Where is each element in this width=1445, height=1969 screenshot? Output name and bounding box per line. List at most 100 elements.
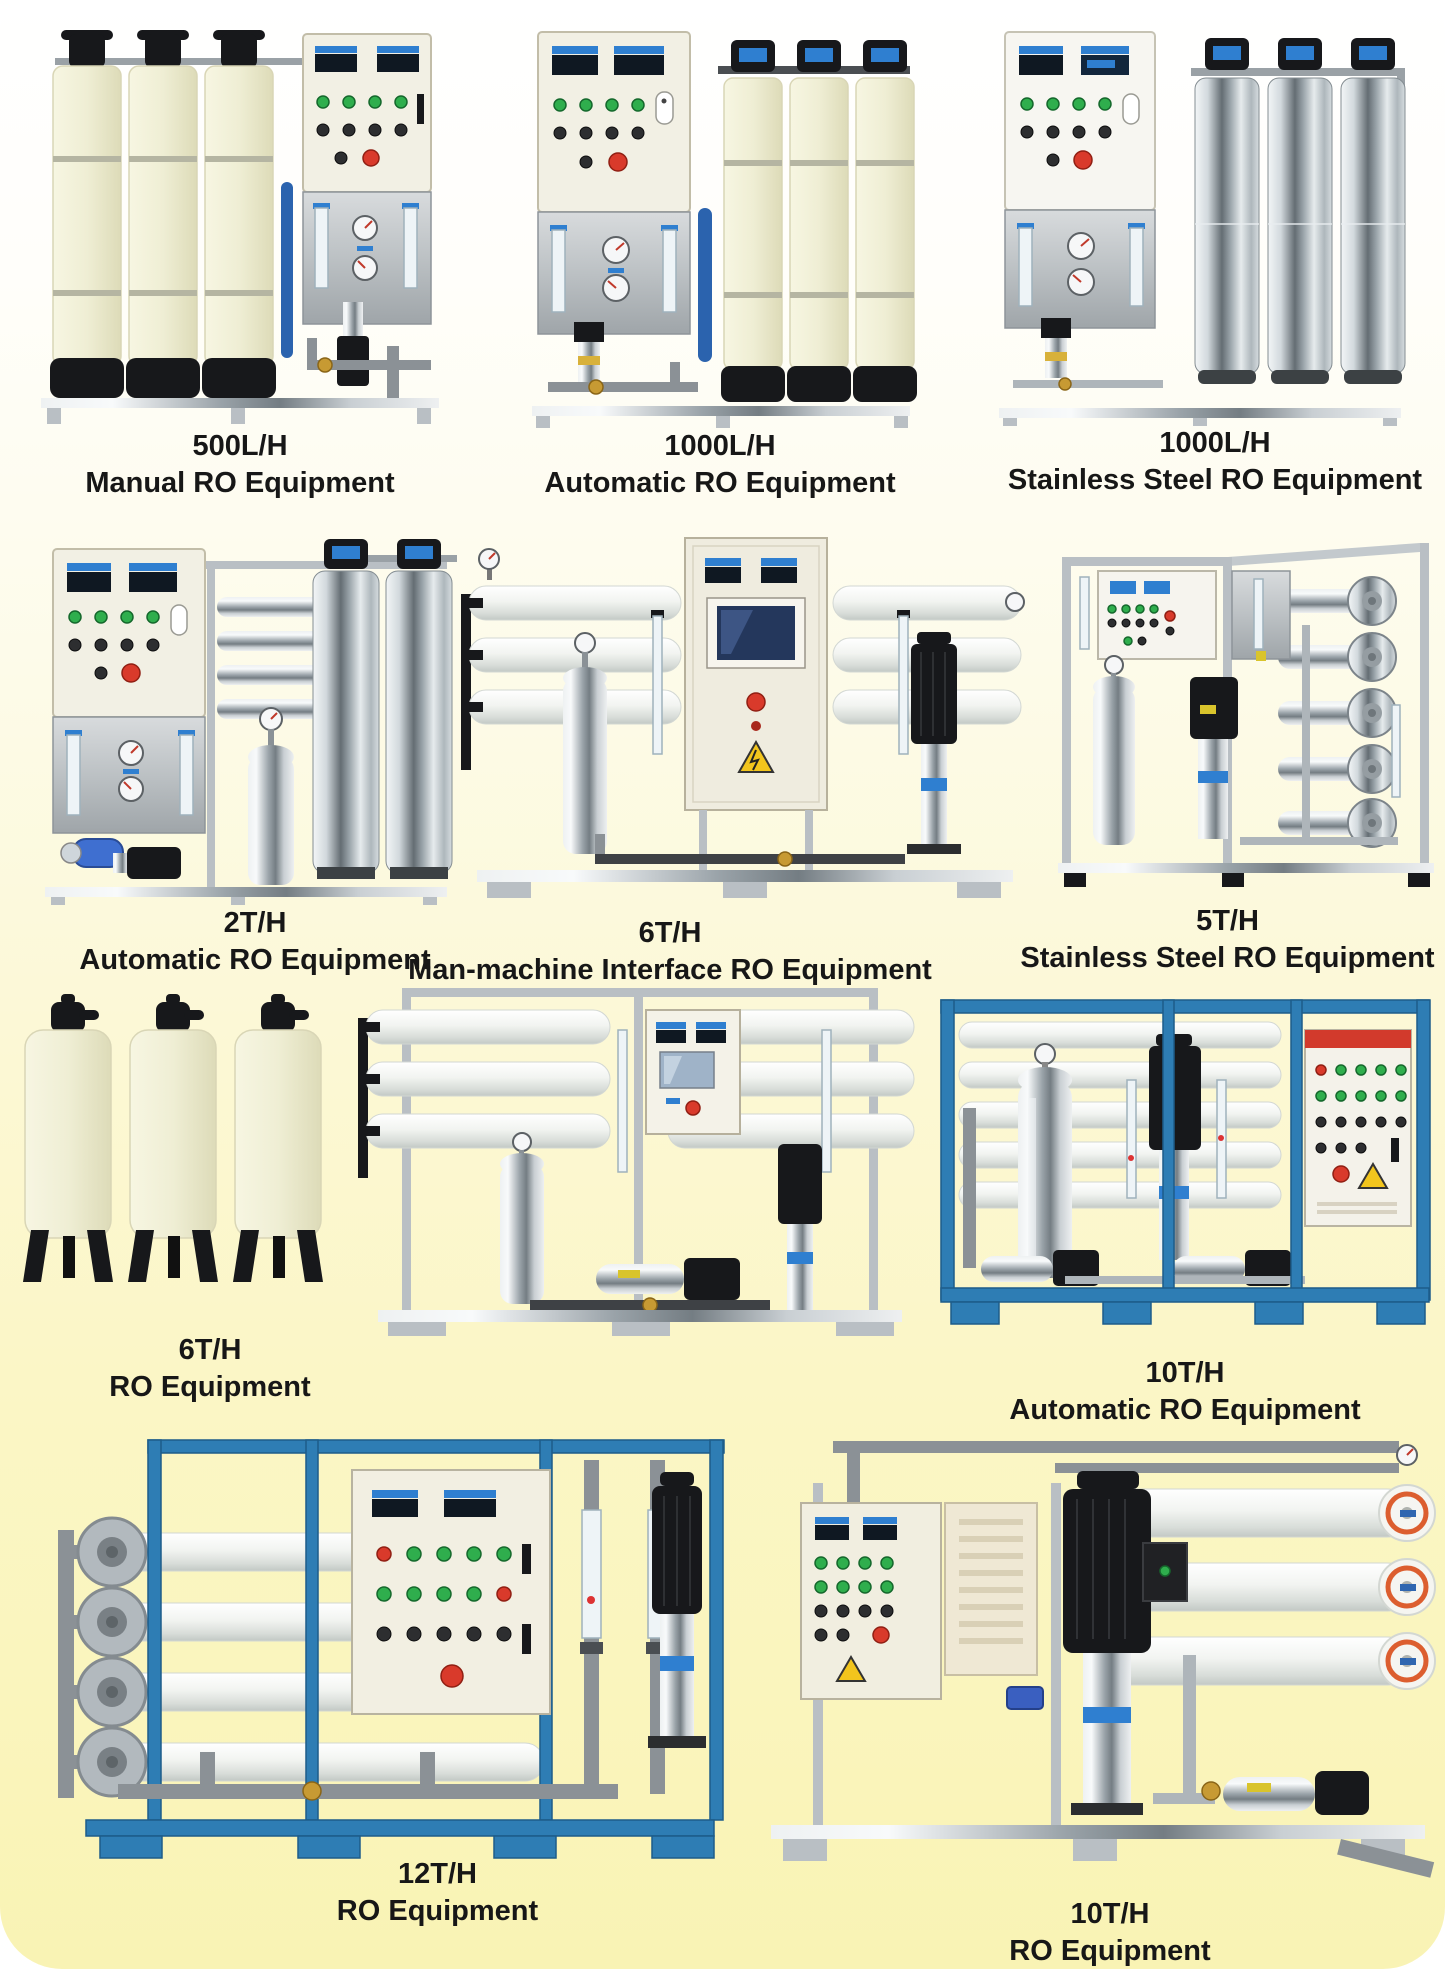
product-name: RO Equipment [1009,1935,1211,1967]
product-caption-10th-ro: 10T/H RO Equipment [760,1896,1445,1969]
gauge-cabinet [52,716,206,834]
high-pressure-pump [907,632,961,854]
booster-pump [596,1258,740,1300]
product-image-5th-stainless-ro [1040,505,1445,905]
product-name: Automatic RO Equipment [1009,1394,1361,1426]
product-name: Stainless Steel RO Equipment [1007,464,1423,496]
control-panel [537,31,691,213]
cartridge-filter [1018,1043,1072,1278]
product-caption-500lh-manual-ro: 500L/H Manual RO Equipment [25,428,455,502]
product-caption-1000lh-automatic-ro: 1000L/H Automatic RO Equipment [505,428,935,502]
cartridge-filter [500,1132,544,1304]
frp-tank [128,994,218,1282]
frame-bar [83,561,447,569]
filter-tanks [50,30,303,398]
product-image-2th-automatic-ro [25,505,465,905]
flowmeter-cap [897,610,910,618]
skid-frame [41,398,439,424]
product-capacity: 500L/H [192,430,288,462]
high-pressure-pump [1190,677,1238,839]
pvc-pipe [58,1530,74,1798]
motorized-valve [1006,1686,1044,1710]
booster-pumps [981,1250,1305,1286]
product-capacity: 10T/H [1070,1898,1150,1930]
bottom-piping [530,1297,770,1313]
product-caption-12th-ro: 12T/H RO Equipment [70,1856,805,1930]
membrane-housing [698,208,712,362]
frame-post [207,561,215,887]
membrane-housing [281,182,293,358]
gauge-cabinet [1004,209,1156,329]
product-caption-6th-ro: 6T/H RO Equipment [15,1332,405,1406]
pump-and-piping [1013,318,1163,391]
stainless-pipes [217,597,339,719]
product-image-10th-automatic-ro [925,958,1445,1356]
skid-frame [1058,863,1434,887]
product-caption-6th-mmi-ro: 6T/H Man-machine Interface RO Equipment [370,915,970,989]
high-pressure-pump [648,1472,706,1748]
piping [1183,1655,1196,1795]
cartridge-filter [1093,655,1135,845]
flow-float [1128,1155,1134,1161]
product-image-6th-mmi-ro [455,502,1035,914]
high-pressure-pump [1149,1034,1201,1260]
flowmeter [1126,1079,1137,1199]
filter-tanks [718,40,917,402]
product-caption-2th-automatic-ro: 2T/H Automatic RO Equipment [35,905,475,979]
skid-frame [771,1825,1435,1878]
product-name: Automatic RO Equipment [79,944,431,976]
membrane-vessels-left [358,1009,611,1178]
gauge-cabinet [302,191,432,325]
pvc-pipe [963,1108,976,1268]
flowmeter [617,1029,628,1173]
product-name: RO Equipment [336,1895,539,1927]
louvered-box [944,1502,1038,1676]
product-image-12th-ro [0,1412,735,1862]
flow-float [1218,1135,1224,1141]
cartridge-filter [248,707,294,885]
flowmeter [821,1029,832,1173]
gauge-cabinet [537,211,691,335]
blue-frame [85,1439,725,1859]
control-panel [52,548,206,718]
product-capacity: 12T/H [398,1858,477,1890]
skid-frame [532,406,910,428]
bottom-piping [595,834,905,867]
product-name: Man-machine Interface RO Equipment [408,954,932,986]
product-caption-10th-automatic-ro: 10T/H Automatic RO Equipment [925,1355,1445,1429]
pump-and-piping [307,302,431,398]
pump-and-piping [548,322,698,395]
high-pressure-pump [778,1144,822,1310]
flowmeter-cap [651,610,664,618]
skid-frame [45,887,447,905]
skid-frame [378,1310,902,1336]
product-caption-1000lh-stainless-ro: 1000L/H Stainless Steel RO Equipment [985,425,1445,499]
product-name: RO Equipment [109,1371,311,1403]
product-capacity: 1000L/H [664,430,776,462]
flow-panel [1231,570,1291,661]
frp-tank [23,994,113,1282]
product-name: Manual RO Equipment [85,467,395,499]
product-name: Stainless Steel RO Equipment [1020,942,1435,974]
skid-frame [999,408,1401,426]
skid-frame [477,870,1013,898]
product-image-10th-ro [755,1425,1445,1895]
product-capacity: 5T/H [1196,905,1259,937]
product-capacity: 6T/H [178,1334,242,1366]
top-piping [833,1441,1418,1511]
product-image-500lh-manual-ro [25,6,455,426]
flowmeter [652,615,663,755]
stainless-frame [402,988,878,1318]
control-panel [351,1469,551,1715]
flowmeter [898,615,909,755]
frame-post [1051,1483,1061,1827]
product-image-1000lh-automatic-ro [520,10,920,428]
stainless-tanks [1191,38,1406,384]
bottom-piping [118,1752,618,1801]
control-panel [800,1502,942,1700]
control-cabinet [1304,1029,1412,1227]
frp-tank [233,994,323,1282]
feed-pumps [60,838,181,879]
control-panel [1004,31,1156,211]
product-image-1000lh-stainless-ro [985,8,1415,426]
